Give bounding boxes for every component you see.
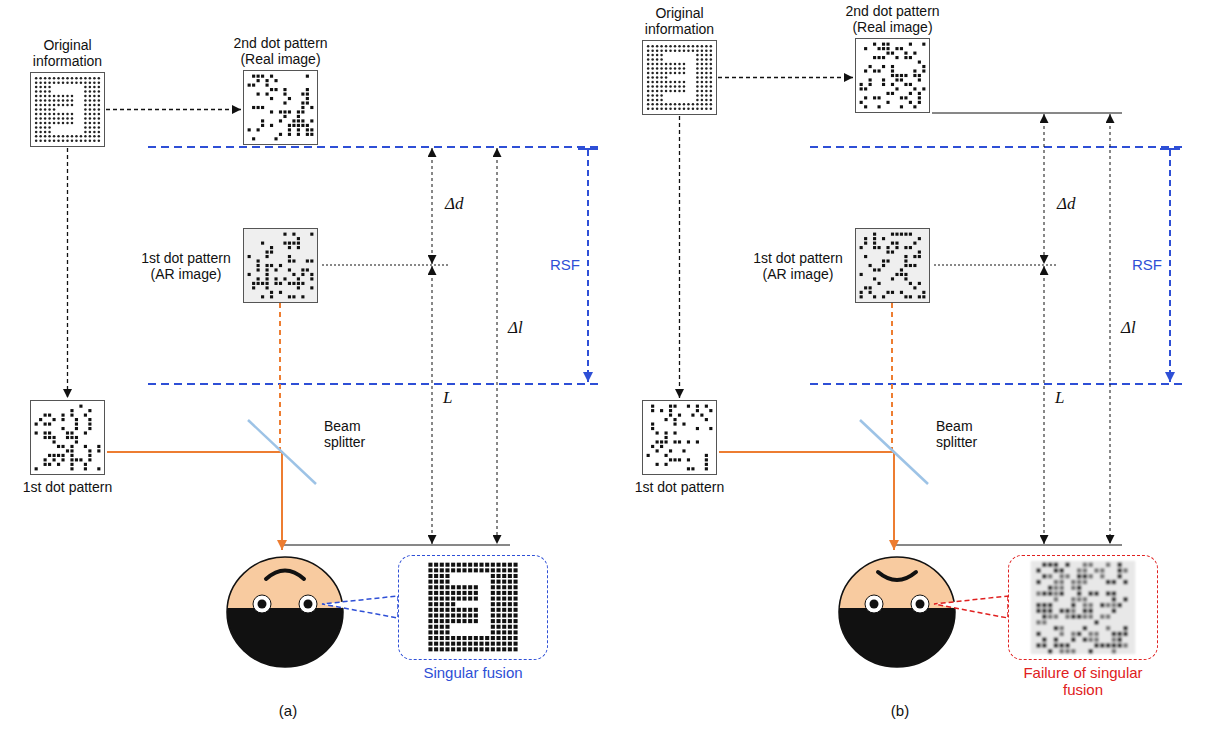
information-flow-arrow — [718, 77, 853, 78]
distance-label: L — [1055, 388, 1085, 408]
rsf-region-b — [810, 147, 1185, 384]
dot-pattern — [856, 39, 929, 112]
optics-a — [107, 303, 316, 550]
dot-pattern-box: 2nd dot pattern (Real image) — [243, 70, 318, 145]
information-flow-arrow — [106, 109, 241, 110]
result-caption: Singular fusion — [398, 664, 548, 681]
dot-pattern-box: 1st dot pattern (AR image) — [855, 228, 930, 303]
distance-arrows-b — [895, 113, 1122, 545]
information-flow-arrow — [679, 116, 680, 398]
pattern-label: Original information — [630, 5, 730, 37]
dot-pattern-box: 1st dot pattern (AR image) — [243, 228, 318, 303]
dot-pattern — [244, 229, 317, 302]
bubble-tail-b — [934, 596, 1008, 618]
distance-arrows-a — [283, 148, 510, 545]
dot-pattern — [643, 401, 716, 474]
panel-label: (b) — [880, 702, 920, 719]
dot-pattern-box: 2nd dot pattern (Real image) — [855, 38, 930, 113]
pattern-label: 2nd dot pattern (Real image) — [226, 35, 336, 67]
dot-pattern — [856, 229, 929, 302]
pattern-label: 1st dot pattern — [625, 479, 735, 495]
dot-pattern-box: 1st dot pattern — [642, 400, 717, 475]
optics-b — [719, 303, 928, 550]
distance-label: Δd — [1057, 194, 1097, 214]
pattern-label: 1st dot pattern — [13, 479, 123, 495]
dot-pattern — [643, 41, 716, 114]
region-label: RSF — [535, 256, 580, 273]
dot-pattern-box: Original information — [642, 40, 717, 115]
bubble-tail-a — [322, 596, 398, 618]
part-label: Beam splitter — [936, 418, 998, 450]
dot-pattern-box: 1st dot pattern — [30, 400, 105, 475]
speech-bubble: Failure of singular fusion — [1008, 555, 1158, 660]
viewer-head-b — [832, 557, 962, 678]
distance-label: Δl — [1121, 318, 1161, 338]
distance-label: L — [443, 388, 473, 408]
region-label: RSF — [1117, 256, 1162, 273]
pattern-label: 1st dot pattern (AR image) — [748, 249, 848, 281]
viewer-head-a — [220, 557, 350, 678]
panel-label: (a) — [268, 702, 308, 719]
dot-pattern — [1009, 556, 1157, 659]
dot-pattern — [31, 73, 104, 146]
pattern-label: Original information — [18, 37, 118, 69]
information-flow-arrow — [67, 148, 68, 398]
speech-bubble: Singular fusion — [398, 555, 548, 660]
pattern-label: 1st dot pattern (AR image) — [136, 249, 236, 281]
dot-pattern — [31, 401, 104, 474]
distance-label: Δd — [445, 194, 485, 214]
pattern-label: 2nd dot pattern (Real image) — [838, 3, 948, 35]
distance-label: Δl — [508, 318, 548, 338]
part-label: Beam splitter — [324, 418, 386, 450]
result-caption: Failure of singular fusion — [1023, 664, 1143, 699]
dot-pattern-box: Original information — [30, 72, 105, 147]
dot-pattern — [244, 71, 317, 144]
dot-pattern — [399, 556, 547, 659]
